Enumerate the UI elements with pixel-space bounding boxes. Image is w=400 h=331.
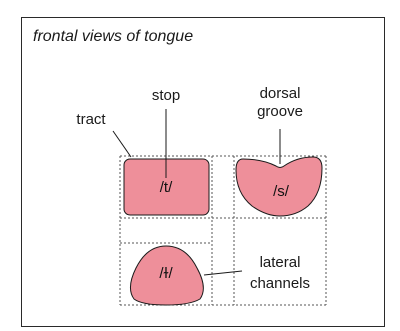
tongue-shape-s bbox=[235, 156, 323, 217]
label-tract: tract bbox=[76, 111, 106, 128]
shape-label-t: /t/ bbox=[160, 179, 173, 196]
grid-guides bbox=[119, 155, 327, 306]
label-dorsal-groove-line1: dorsal bbox=[260, 85, 301, 102]
tract-leader-line bbox=[112, 130, 132, 158]
label-lateral-channels-line2: channels bbox=[250, 275, 310, 292]
figure-title: frontal views of tongue bbox=[33, 28, 194, 45]
label-stop: stop bbox=[152, 87, 180, 104]
tongue-shape-lateral bbox=[130, 245, 204, 306]
shape-label-s: /s/ bbox=[273, 183, 290, 200]
label-dorsal-groove-line2: groove bbox=[257, 103, 303, 120]
shape-label-lateral: /ɫ/ bbox=[159, 265, 173, 282]
label-lateral-channels-line1: lateral bbox=[260, 254, 301, 271]
lateral-channels-leader-line bbox=[203, 270, 243, 276]
